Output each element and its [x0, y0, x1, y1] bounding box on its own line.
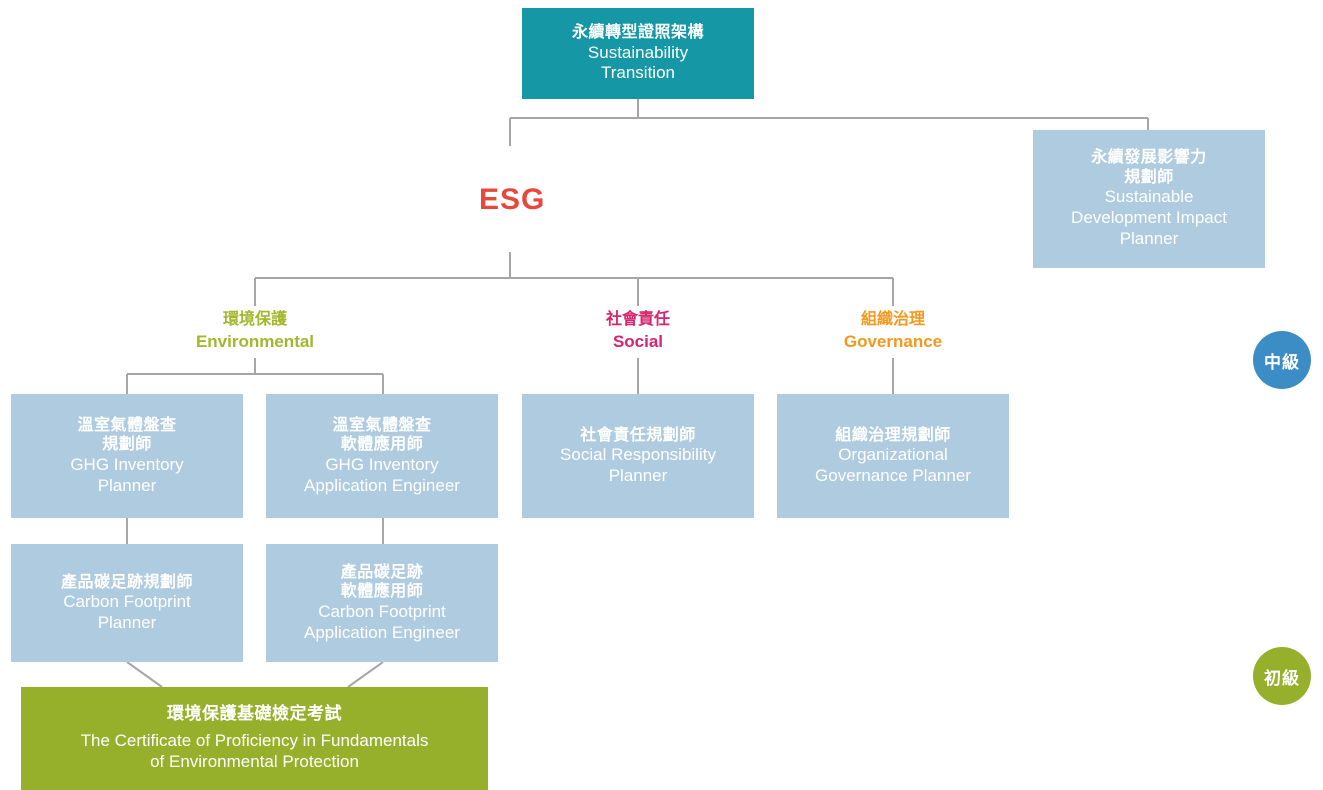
node-en-line2: Development Impact — [1071, 208, 1227, 228]
node-en-line1: The Certificate of Proficiency in Fundam… — [80, 731, 429, 751]
wire-cf-engineer-to-exam — [347, 661, 384, 688]
pillar-social: 社會責任 Social — [538, 310, 738, 353]
pillar-governance: 組織治理 Governance — [793, 310, 993, 353]
pillar-environmental-zh: 環境保護 — [222, 311, 287, 328]
node-zh-line1: 永續發展影響力 — [1091, 149, 1207, 167]
node-social-responsibility-planner[interactable]: 社會責任規劃師 Social Responsibility Planner — [522, 394, 754, 518]
node-en-line2: Planner — [97, 475, 157, 495]
node-title-zh: 永續轉型證照架構 — [571, 24, 704, 41]
node-en-line1: Sustainable — [1104, 187, 1194, 207]
node-carbon-footprint-planner[interactable]: 產品碳足跡規劃師 Carbon Footprint Planner — [11, 544, 243, 662]
node-en-line1: Carbon Footprint — [63, 592, 191, 612]
node-sustainability-transition[interactable]: 永續轉型證照架構 Sustainability Transition — [522, 8, 754, 99]
pillar-social-en: Social — [612, 331, 664, 351]
node-carbon-footprint-application-engineer[interactable]: 產品碳足跡 軟體應用師 Carbon Footprint Application… — [266, 544, 498, 662]
node-en-line2: Application Engineer — [304, 622, 460, 642]
badge-label: 中級 — [1264, 352, 1300, 372]
node-environmental-protection-fundamentals-exam[interactable]: 環境保護基礎檢定考試 The Certificate of Proficienc… — [21, 687, 488, 790]
badge-label: 初級 — [1264, 668, 1300, 688]
pillar-governance-zh: 組織治理 — [860, 311, 925, 328]
node-title-en-line1: Sustainability — [587, 42, 689, 62]
node-en-line2: Application Engineer — [304, 475, 460, 495]
node-en-line2: Governance Planner — [815, 465, 971, 485]
pillar-environmental-en: Environmental — [195, 331, 315, 351]
node-en-line1: GHG Inventory — [70, 454, 184, 474]
node-zh-line1: 產品碳足跡規劃師 — [60, 573, 193, 591]
wire-cf-planner-to-exam — [126, 661, 163, 688]
node-en-line2: of Environmental Protection — [150, 751, 359, 771]
node-zh-line1: 社會責任規劃師 — [580, 426, 696, 444]
node-en-line1: Social Responsibility — [560, 445, 716, 465]
node-ghg-inventory-application-engineer[interactable]: 溫室氣體盤查 軟體應用師 GHG Inventory Application E… — [266, 394, 498, 518]
esg-label: ESG — [479, 183, 546, 216]
badge-level-intermediate: 中級 — [1253, 331, 1311, 389]
node-en-line2: Planner — [608, 465, 668, 485]
node-zh-line1: 環境保護基礎檢定考試 — [167, 704, 342, 724]
node-zh-line1: 溫室氣體盤查 — [332, 416, 432, 434]
node-en-line1: Organizational — [838, 445, 948, 465]
pillar-environmental: 環境保護 Environmental — [155, 310, 355, 353]
node-ghg-inventory-planner[interactable]: 溫室氣體盤查 規劃師 GHG Inventory Planner — [11, 394, 243, 518]
node-zh-line1: 組織治理規劃師 — [835, 426, 951, 444]
node-zh-line2: 軟體應用師 — [340, 436, 424, 454]
badge-level-beginner: 初級 — [1253, 647, 1311, 705]
pillar-governance-en: Governance — [843, 331, 943, 351]
node-zh-line2: 規劃師 — [102, 436, 152, 454]
node-en-line1: GHG Inventory — [325, 454, 439, 474]
node-zh-line1: 溫室氣體盤查 — [77, 416, 177, 434]
node-en-line3: Planner — [1119, 228, 1179, 248]
node-title-en-line2: Transition — [600, 63, 675, 83]
node-zh-line2: 軟體應用師 — [340, 583, 424, 601]
node-organizational-governance-planner[interactable]: 組織治理規劃師 Organizational Governance Planne… — [777, 394, 1009, 518]
node-zh-line2: 規劃師 — [1124, 168, 1174, 186]
pillar-social-zh: 社會責任 — [605, 311, 670, 328]
node-en-line2: Planner — [97, 612, 157, 632]
node-sustainable-development-impact-planner[interactable]: 永續發展影響力 規劃師 Sustainable Development Impa… — [1033, 130, 1265, 268]
node-en-line1: Carbon Footprint — [318, 601, 446, 621]
node-zh-line1: 產品碳足跡 — [340, 563, 424, 581]
